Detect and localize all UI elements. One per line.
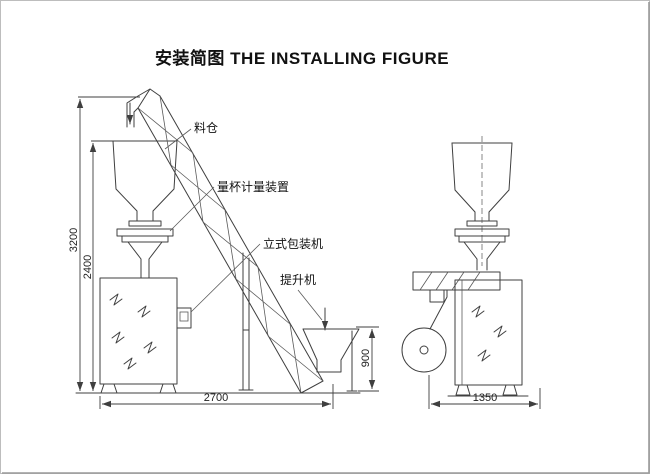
dim-3200-text: 3200 (68, 228, 80, 252)
elevator-leader-line (297, 289, 323, 321)
label-elevator: 提升机 (280, 272, 316, 287)
elevator-feed-hopper (302, 307, 360, 392)
dim-2400-text: 2400 (82, 255, 94, 279)
front-hopper (112, 140, 178, 227)
side-hopper (451, 136, 513, 266)
measuring-device-leader-line (169, 186, 215, 232)
side-feet (455, 384, 518, 396)
label-hopper: 料仓 (194, 121, 218, 135)
side-measuring-device (454, 228, 510, 271)
side-machine-body (454, 279, 523, 396)
dim-1350-text: 1350 (473, 392, 497, 404)
front-view (75, 88, 361, 394)
part-labels: 料仓 量杯计量装置 立式包装机 提升机 (164, 121, 323, 321)
hopper-leader-line (164, 128, 192, 150)
dimension-1350: 1350 (428, 375, 541, 409)
dim-900-text: 900 (360, 349, 372, 367)
front-machine-body (99, 277, 192, 394)
dimension-3200: 3200 (68, 96, 140, 391)
side-view (401, 136, 529, 397)
dimension-2700: 2700 (99, 384, 334, 409)
elevator-conveyor (126, 88, 324, 394)
film-roll (401, 289, 448, 373)
dimension-2400: 2400 (82, 140, 114, 391)
conveyor-leg (238, 252, 254, 391)
packing-machine-leader-line (190, 243, 261, 313)
label-measuring-device: 量杯计量装置 (217, 180, 289, 194)
label-packing-machine: 立式包装机 (263, 236, 323, 251)
front-measuring-device (116, 228, 174, 279)
dim-2700-text: 2700 (204, 392, 228, 404)
side-feeder-tray (412, 271, 501, 303)
front-control-panel (176, 307, 192, 329)
page-title: 安装简图 THE INSTALLING FIGURE (155, 48, 449, 68)
dimension-900: 900 (356, 326, 379, 392)
